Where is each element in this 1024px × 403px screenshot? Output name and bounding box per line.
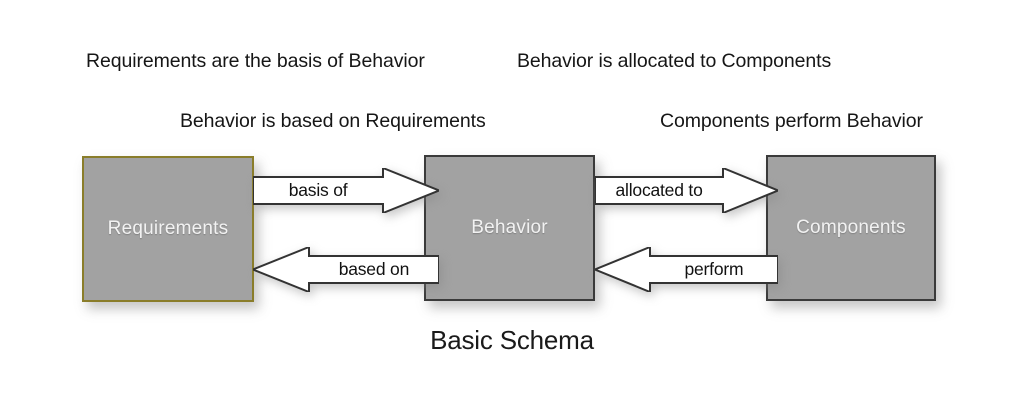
block-arrow-left-icon — [253, 247, 439, 292]
caption-behavior-is-allocated-to-components: Behavior is allocated to Components — [517, 50, 832, 72]
node-requirements[interactable]: Requirements — [82, 156, 254, 302]
diagram-title: Basic Schema — [430, 325, 594, 355]
caption-components-perform-behavior: Components perform Behavior — [660, 110, 923, 132]
caption-requirements-are-basis-of-behavior: Requirements are the basis of Behavior — [86, 50, 425, 72]
node-requirements-label: Requirements — [107, 218, 229, 239]
arrow-perform[interactable]: perform — [595, 247, 778, 292]
node-behavior-label: Behavior — [471, 217, 548, 238]
caption-behavior-is-based-on-requirements: Behavior is based on Requirements — [180, 110, 486, 132]
arrow-allocated-to[interactable]: allocated to — [595, 168, 778, 213]
arrow-based-on[interactable]: based on — [253, 247, 439, 292]
node-components[interactable]: Components — [766, 155, 936, 301]
node-behavior[interactable]: Behavior — [424, 155, 595, 301]
arrow-basis-of[interactable]: basis of — [253, 168, 439, 213]
node-components-label: Components — [796, 217, 906, 238]
block-arrow-left-icon — [595, 247, 778, 292]
block-arrow-right-icon — [253, 168, 439, 213]
block-arrow-right-icon — [595, 168, 778, 213]
